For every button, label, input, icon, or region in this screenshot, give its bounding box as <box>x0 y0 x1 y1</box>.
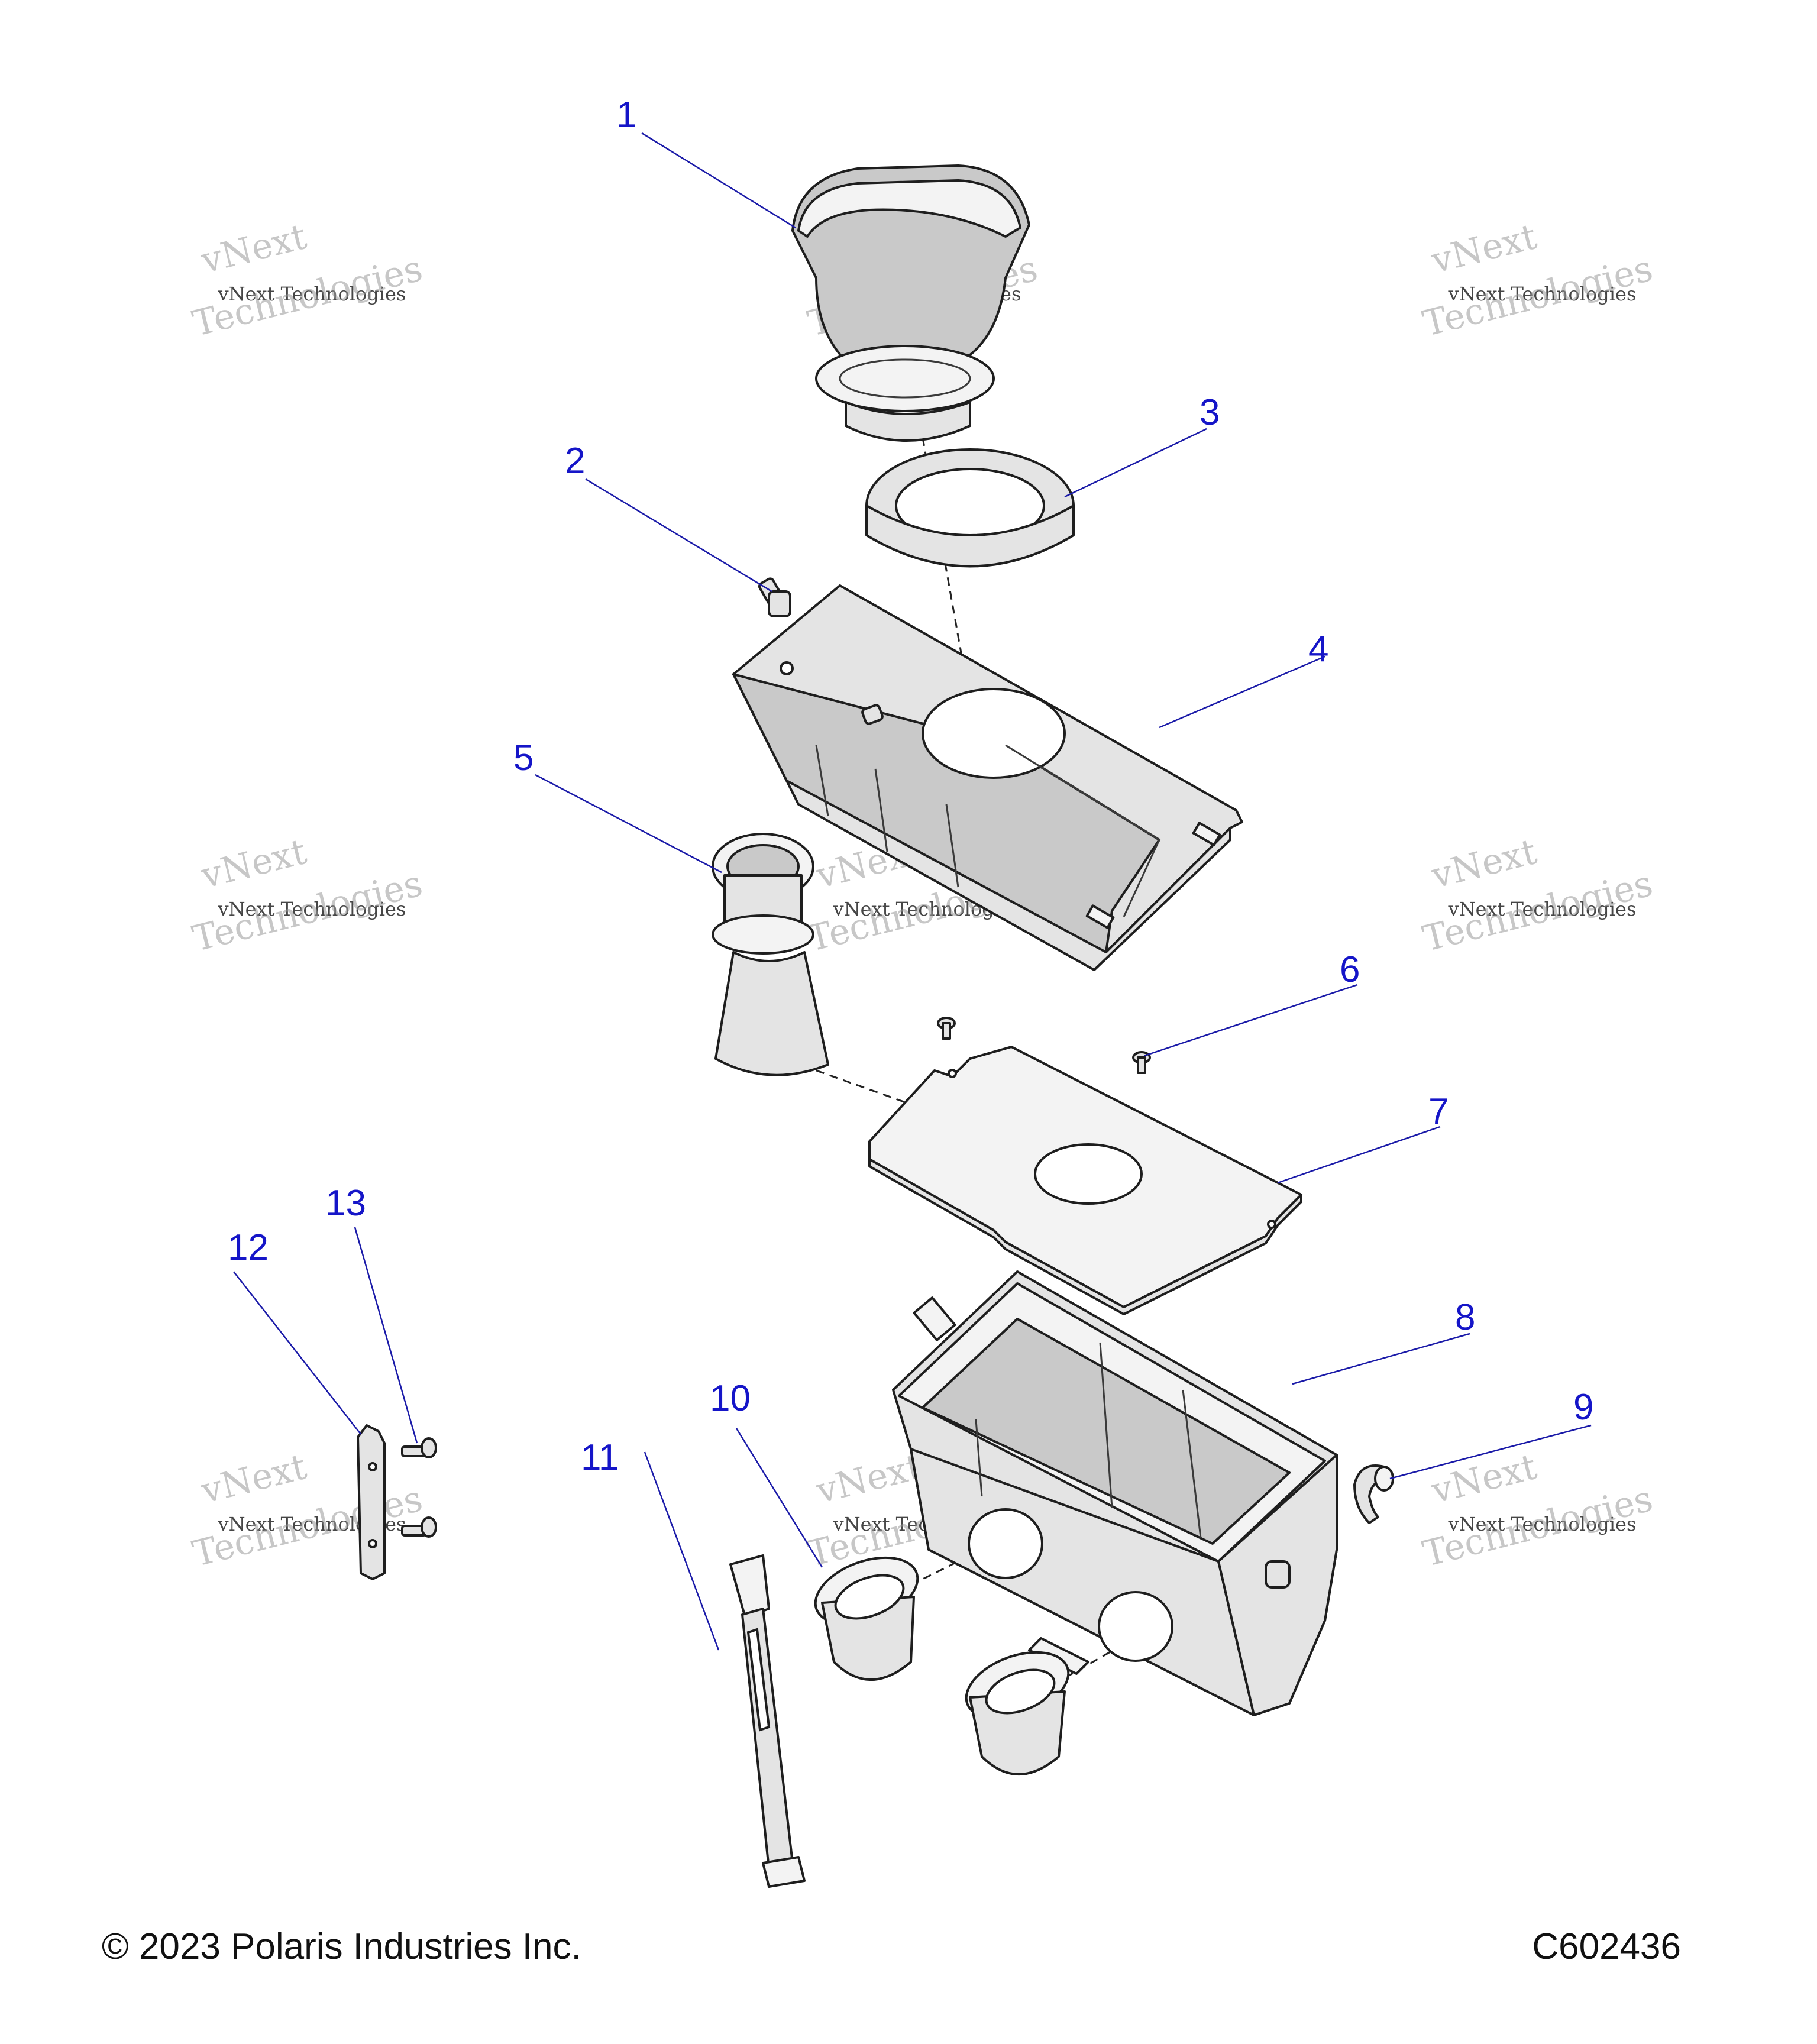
svg-text:vNext: vNext <box>1427 1446 1540 1512</box>
svg-text:vNext Technologies: vNext Technologies <box>1448 898 1637 920</box>
callout-10: 10 <box>710 1378 751 1419</box>
watermark: vNext vNext Technologies Technologies <box>189 216 426 345</box>
watermark: vNext vNext Technologies Technologies <box>1419 216 1657 345</box>
part-1-intake-boot <box>791 164 1030 442</box>
part-11-rubber-strap <box>729 1554 806 1888</box>
copyright-text: © 2023 Polaris Industries Inc. <box>102 1926 581 1967</box>
figure-id: C602436 <box>1532 1926 1681 1967</box>
callout-11: 11 <box>581 1437 619 1478</box>
callout-13: 13 <box>325 1183 366 1224</box>
callout-4: 4 <box>1308 629 1328 670</box>
callout-6: 6 <box>1340 949 1360 990</box>
part-10-grommets <box>814 1556 1070 1775</box>
part-5-velocity-stack <box>712 833 829 1076</box>
part-9-clip <box>1353 1464 1394 1524</box>
svg-text:vNext Technologies: vNext Technologies <box>1448 1513 1637 1535</box>
leader-lines <box>233 132 1592 1651</box>
svg-text:vNext Technologies: vNext Technologies <box>1448 283 1637 305</box>
callout-12: 12 <box>228 1227 269 1268</box>
callout-9: 9 <box>1573 1387 1593 1428</box>
part-7-filter-plate <box>868 1046 1302 1315</box>
part-4-airbox-cover <box>732 584 1243 971</box>
watermark: vNext vNext Technologies Technologies <box>189 831 426 960</box>
svg-text:vNext: vNext <box>196 1446 310 1512</box>
svg-text:vNext Technologies: vNext Technologies <box>218 898 406 920</box>
svg-text:vNext: vNext <box>1427 831 1540 897</box>
part-2-elbow-fitting <box>758 577 791 617</box>
callout-2: 2 <box>565 441 585 481</box>
svg-text:vNext Technologies: vNext Technologies <box>218 283 406 305</box>
svg-text:vNext: vNext <box>811 1446 925 1512</box>
svg-text:vNext: vNext <box>196 831 310 897</box>
callout-8: 8 <box>1455 1297 1475 1338</box>
callout-5: 5 <box>513 738 534 778</box>
watermark: vNext vNext Technologies Technologies <box>189 1446 426 1575</box>
svg-text:vNext: vNext <box>1427 216 1540 282</box>
watermark: vNext vNext Technologies Technologies <box>1419 1446 1657 1575</box>
part-12-bracket <box>357 1424 386 1580</box>
part-8-airbox-base <box>892 1270 1338 1716</box>
part-13-bolts <box>401 1437 437 1538</box>
callout-1: 1 <box>616 95 636 135</box>
svg-text:vNext: vNext <box>196 216 310 282</box>
callout-labels: 1 2 3 4 5 6 7 8 9 10 11 12 13 <box>228 95 1593 1478</box>
callout-7: 7 <box>1428 1091 1449 1132</box>
callout-3: 3 <box>1200 392 1220 433</box>
part-3-ring-gasket <box>865 448 1075 568</box>
watermark: vNext vNext Technologies Technologies <box>1419 831 1657 960</box>
